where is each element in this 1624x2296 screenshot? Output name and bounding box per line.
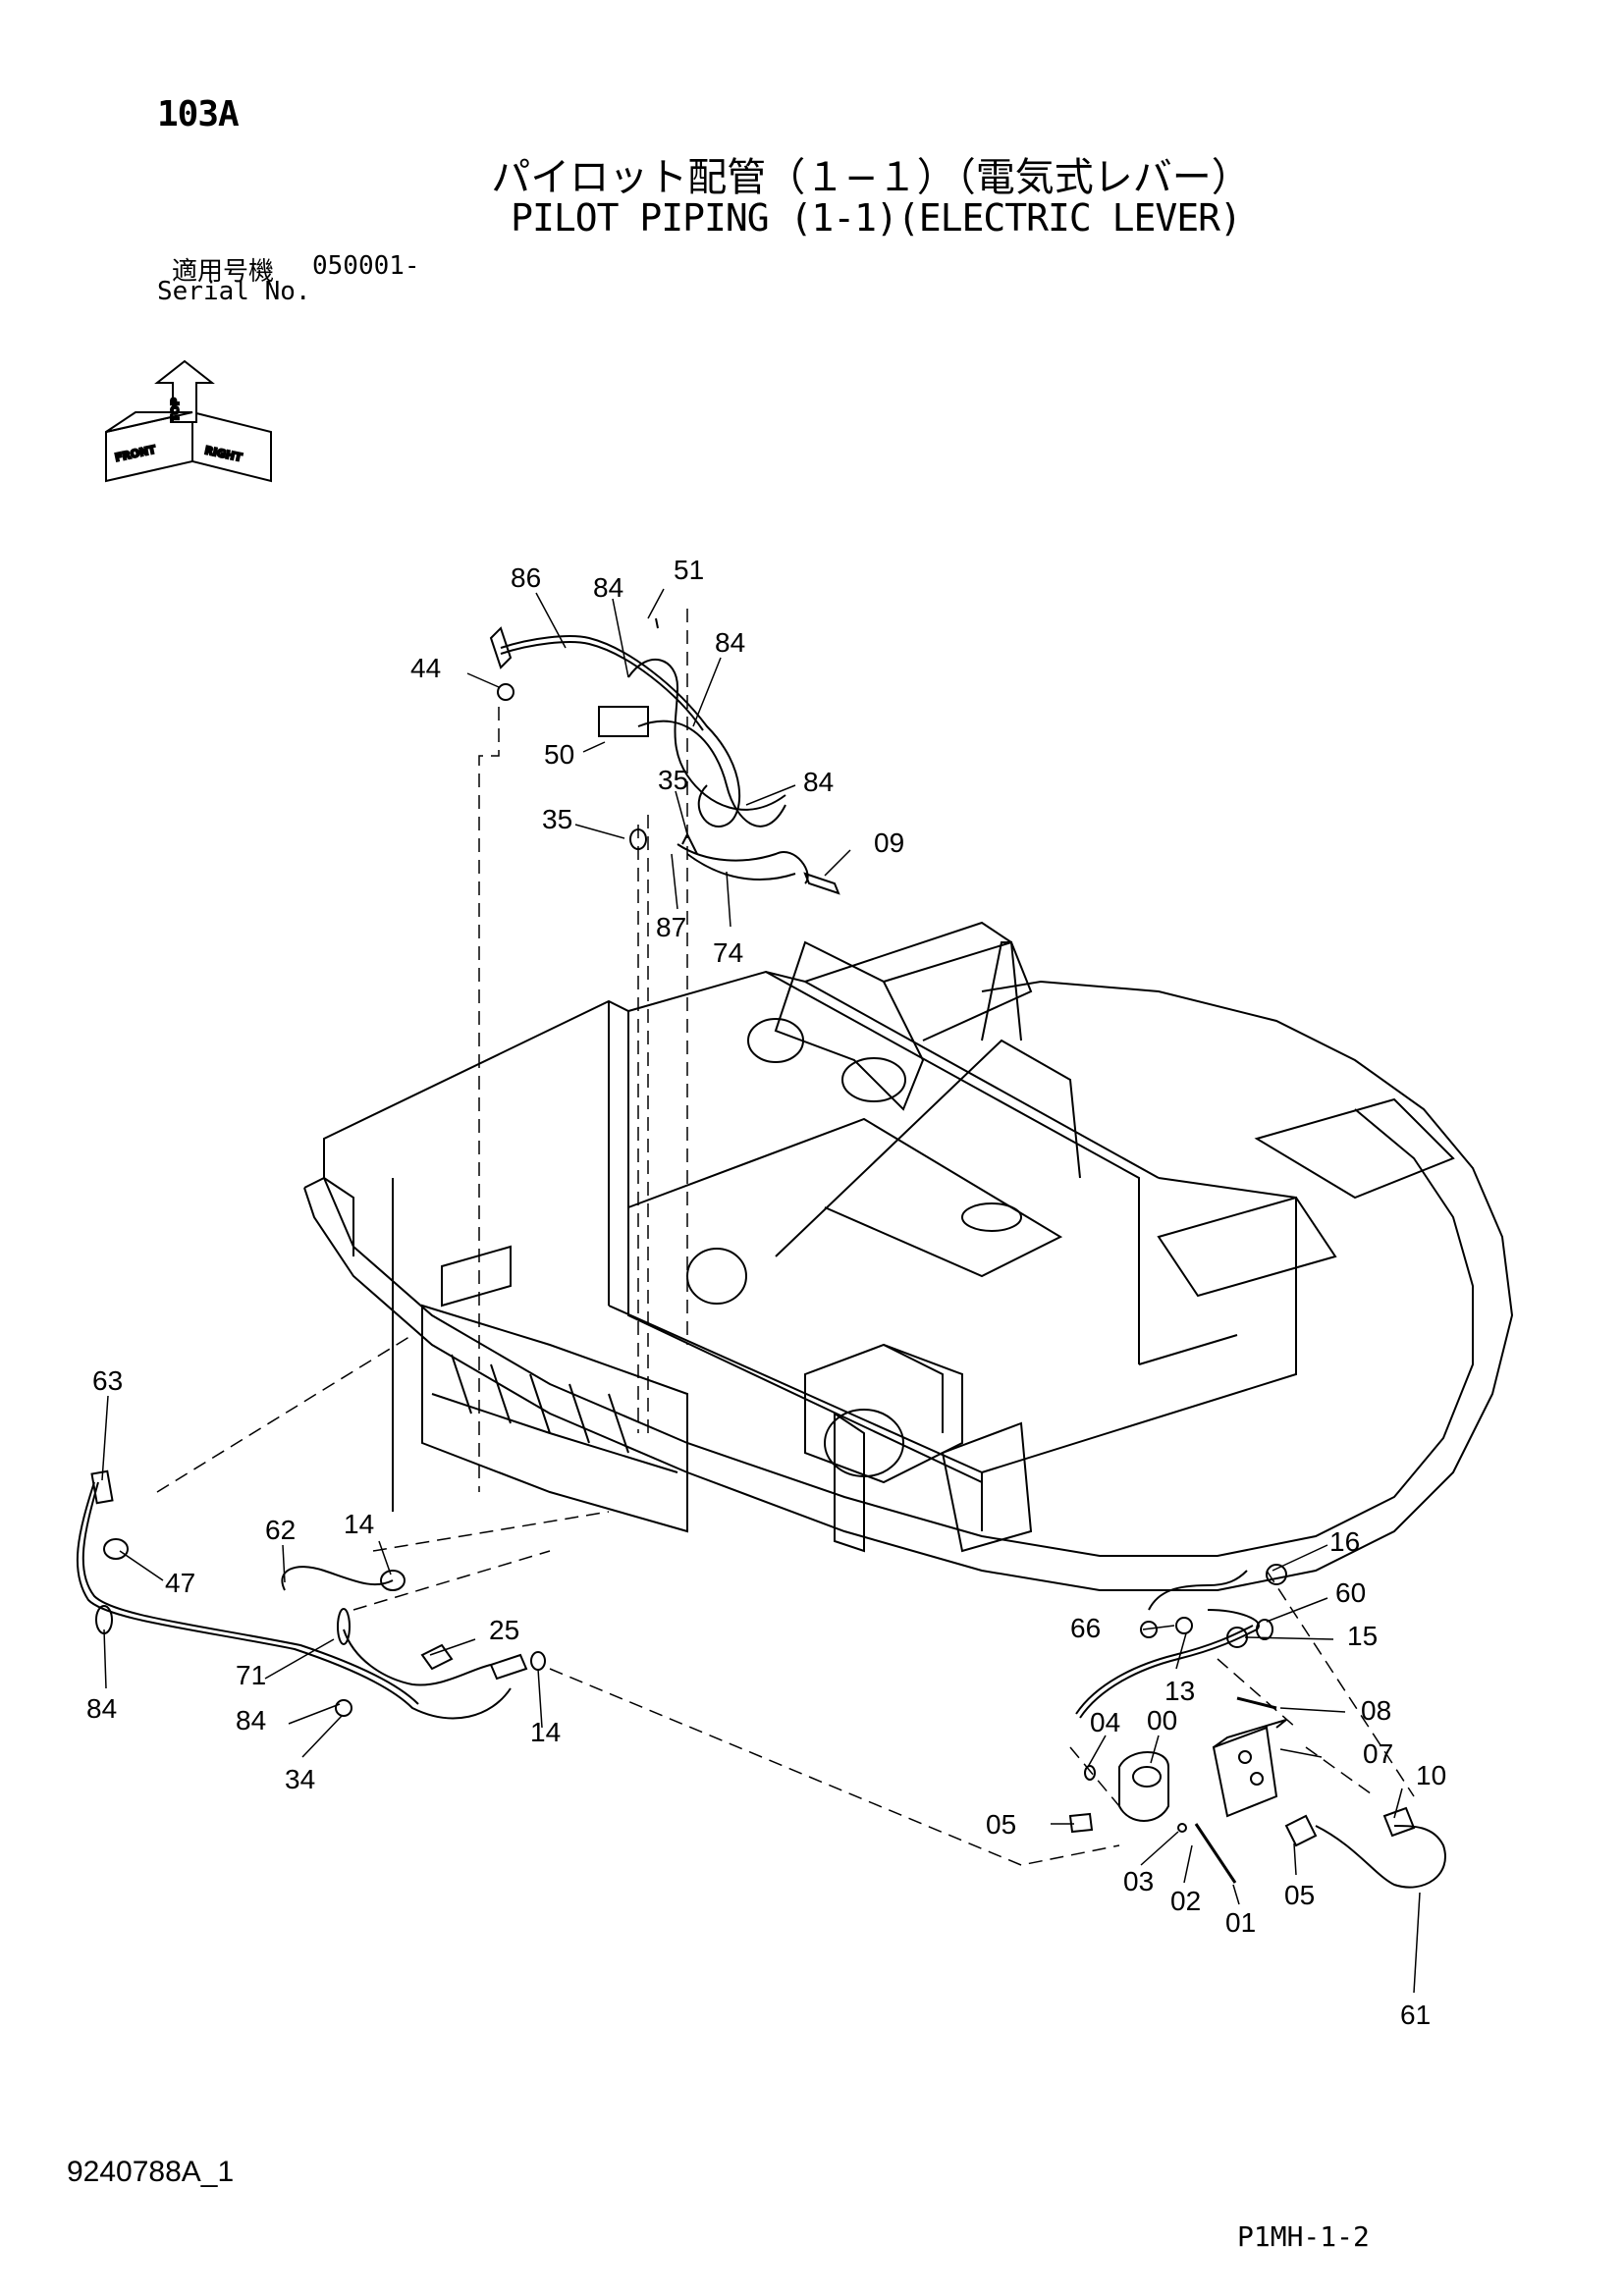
callout-05-a: 05 xyxy=(986,1809,1016,1840)
callout-03: 03 xyxy=(1123,1866,1154,1896)
left-hose-group xyxy=(76,1469,546,1720)
callout-84-e: 84 xyxy=(236,1705,266,1735)
callout-66: 66 xyxy=(1070,1613,1101,1643)
callout-16: 16 xyxy=(1329,1526,1360,1557)
orientation-arrows-icon: FRONT RIGHT TOP xyxy=(105,359,272,483)
callout-13: 13 xyxy=(1164,1676,1195,1706)
pilot-pump xyxy=(804,1343,963,1484)
callout-44: 44 xyxy=(410,653,441,683)
callout-86: 86 xyxy=(511,562,541,593)
callout-02: 02 xyxy=(1170,1886,1201,1916)
callout-04: 04 xyxy=(1090,1707,1120,1737)
right-hose-group xyxy=(1068,1564,1446,1889)
callout-15: 15 xyxy=(1347,1621,1378,1651)
callout-05-b: 05 xyxy=(1284,1880,1315,1910)
callout-34: 34 xyxy=(285,1764,315,1794)
callout-leaders xyxy=(101,588,1421,1994)
callout-74: 74 xyxy=(713,937,743,968)
callout-87: 87 xyxy=(656,912,686,942)
callout-47: 47 xyxy=(165,1568,195,1598)
callout-01: 01 xyxy=(1225,1907,1256,1938)
orient-top-label: TOP xyxy=(169,398,182,422)
callout-61: 61 xyxy=(1400,2000,1431,2030)
upper-frame xyxy=(303,921,1514,1591)
callout-63: 63 xyxy=(92,1365,123,1396)
page-title-jp: パイロット配管（１−１）（電気式レバー） xyxy=(491,155,1251,200)
document-id: 9240788A_1 xyxy=(67,2156,235,2188)
callout-84-b: 84 xyxy=(715,627,745,658)
callout-labels: 86 84 51 84 44 50 35 84 35 09 87 74 63 4… xyxy=(86,555,1446,2030)
callout-07: 07 xyxy=(1363,1738,1393,1769)
callout-14-a: 14 xyxy=(344,1509,374,1539)
page-code: 103A xyxy=(157,94,240,134)
page-reference: P1MH-1-2 xyxy=(1237,2220,1370,2253)
callout-10: 10 xyxy=(1416,1760,1446,1790)
callout-84-d: 84 xyxy=(86,1693,117,1724)
control-valve xyxy=(421,1245,688,1533)
leader-dashes xyxy=(156,609,1415,1866)
callout-08: 08 xyxy=(1361,1695,1391,1726)
serial-label-jp: 適用号機 xyxy=(172,257,275,287)
callout-14-b: 14 xyxy=(530,1717,561,1747)
boom-bracket xyxy=(686,940,1033,1305)
callout-25: 25 xyxy=(489,1615,519,1645)
callout-71: 71 xyxy=(236,1660,266,1690)
callout-62: 62 xyxy=(265,1515,296,1545)
callout-35-a: 35 xyxy=(658,765,688,795)
callout-00: 00 xyxy=(1147,1705,1177,1735)
serial-value: 050001- xyxy=(312,251,420,281)
callout-84-c: 84 xyxy=(803,767,834,797)
callout-50: 50 xyxy=(544,739,574,770)
callout-84-a: 84 xyxy=(593,572,623,603)
serial-label-en: Serial No. xyxy=(157,277,311,306)
upper-hose-group xyxy=(489,617,840,895)
callout-09: 09 xyxy=(874,828,904,858)
callout-60: 60 xyxy=(1335,1577,1366,1608)
callout-51: 51 xyxy=(674,555,704,585)
callout-35-b: 35 xyxy=(542,804,572,834)
page-title-en: PILOT PIPING (1-1)(ELECTRIC LEVER) xyxy=(511,196,1242,240)
